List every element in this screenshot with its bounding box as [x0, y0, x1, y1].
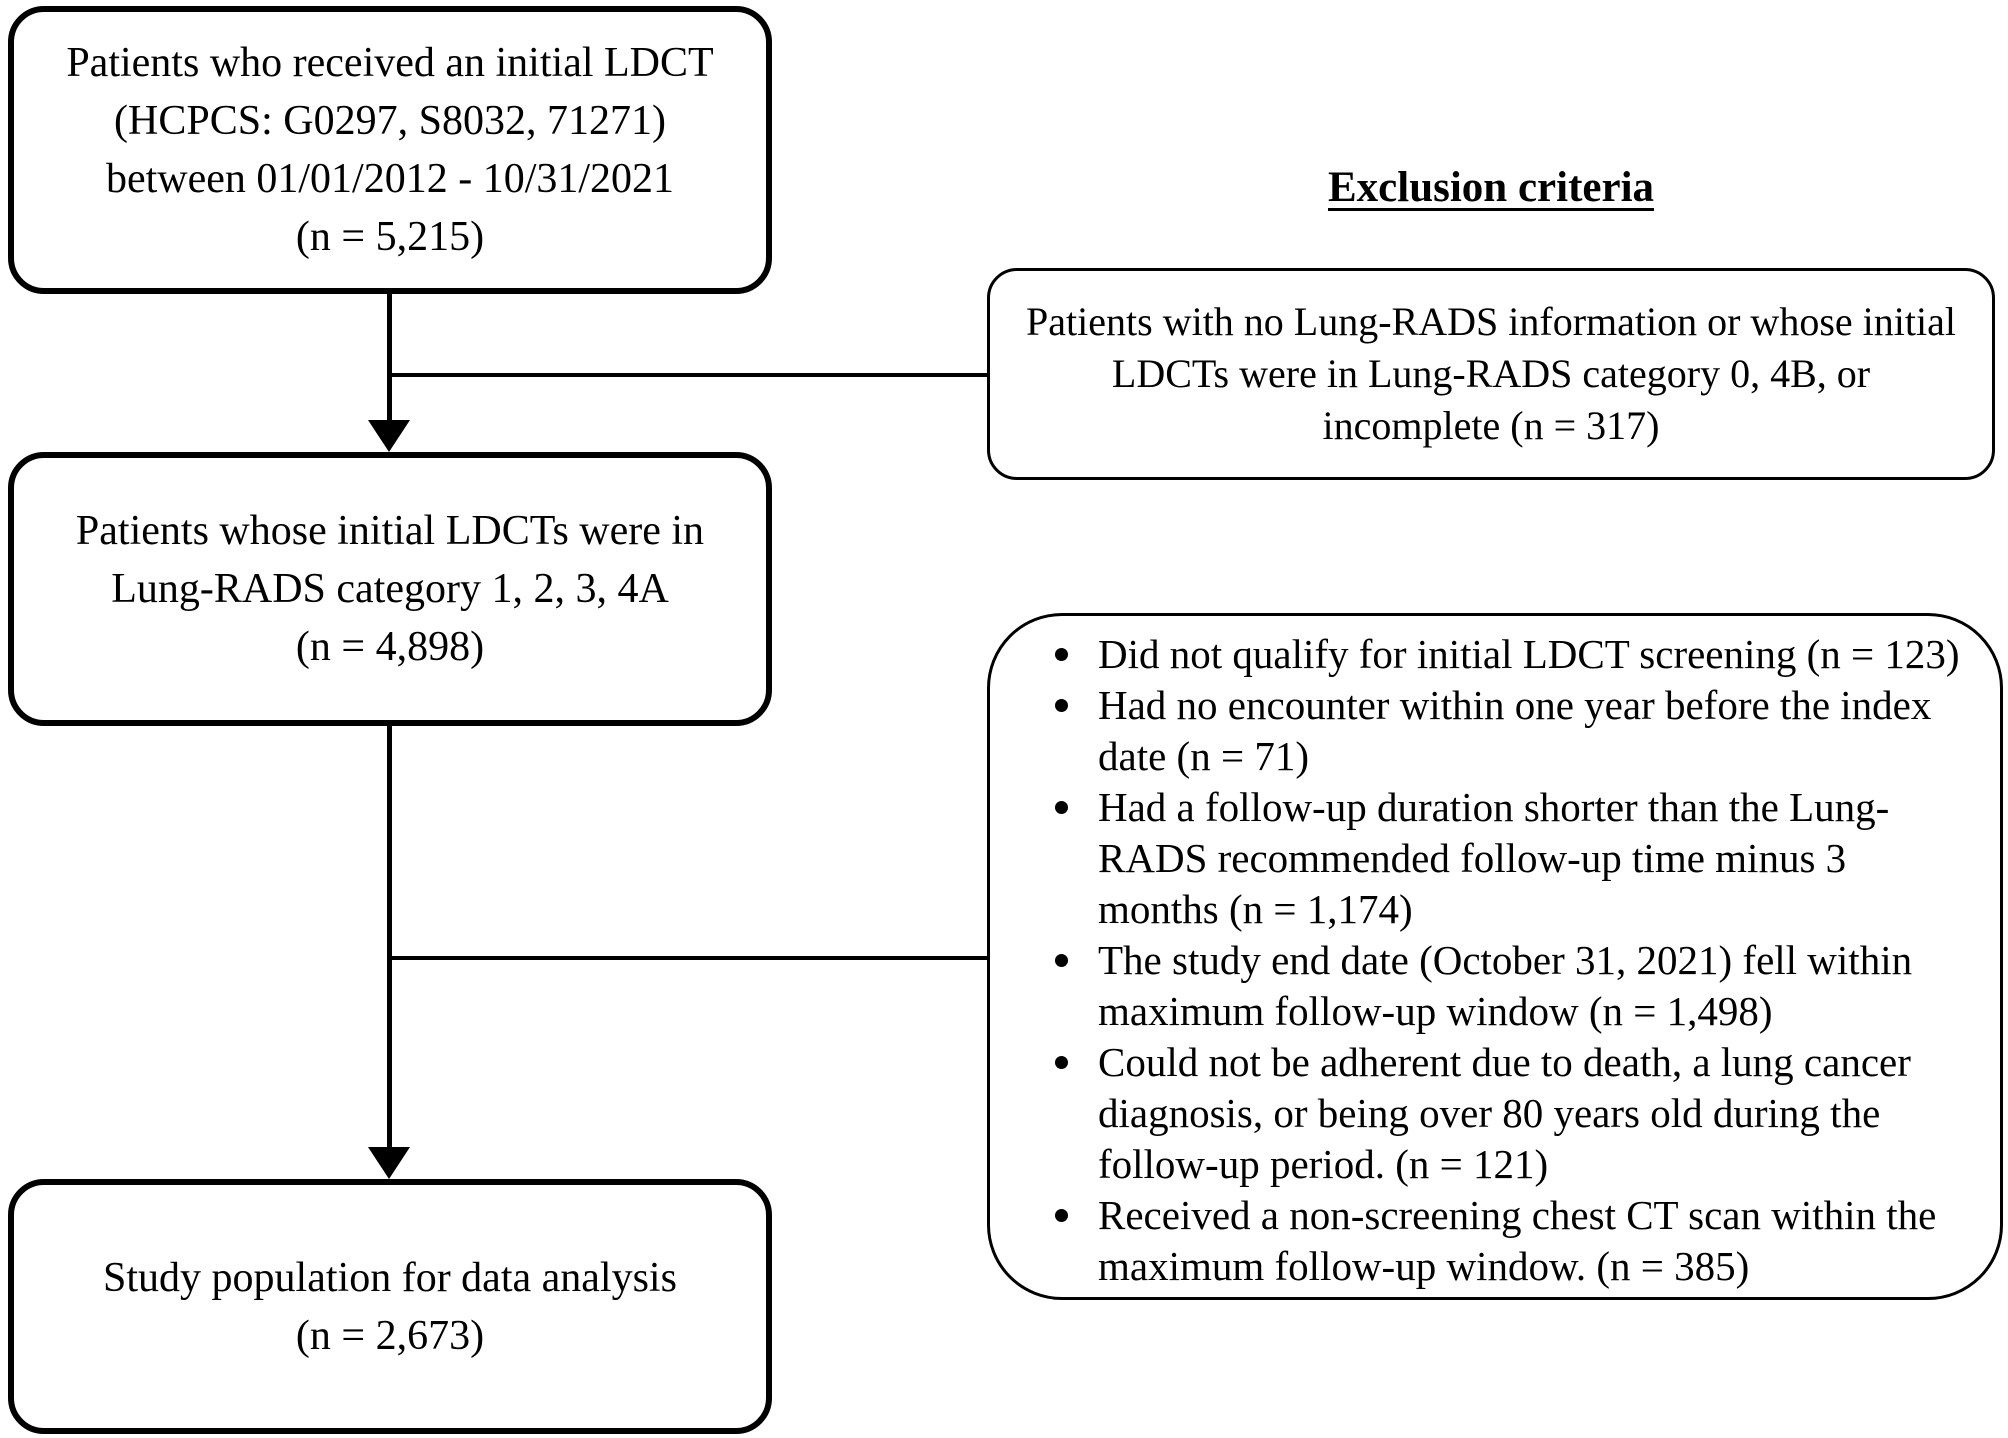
- text-line: Had a follow-up duration shorter than th…: [1098, 784, 1890, 830]
- text-line: Patients whose initial LDCTs were in: [75, 508, 705, 554]
- text-line: Did not qualify for initial LDCT screeni…: [1098, 631, 1960, 677]
- bullet-dot-icon: [1055, 801, 1068, 814]
- connector-vertical-line-2: [387, 726, 392, 1147]
- exclusion-bullet-item: Did not qualify for initial LDCT screeni…: [1055, 629, 2000, 680]
- text-line: months (n = 1,174): [1098, 886, 1413, 932]
- bullet-dot-icon: [1055, 1209, 1068, 1222]
- text-line: RADS recommended follow-up time minus 3: [1098, 835, 1847, 881]
- exclusion-criteria-heading: Exclusion criteria: [1327, 164, 1655, 211]
- text-line: diagnosis, or being over 80 years old du…: [1098, 1090, 1881, 1136]
- text-line: (n = 2,673): [295, 1312, 485, 1359]
- bullet-dot-icon: [1055, 699, 1068, 712]
- bullet-dot-icon: [1055, 1056, 1068, 1069]
- text-line: Lung-RADS category 1, 2, 3, 4A: [111, 566, 669, 612]
- text-line: date (n = 71): [1098, 733, 1309, 779]
- text-line: maximum follow-up window. (n = 385): [1098, 1243, 1750, 1289]
- flow-box-initial-ldct: Patients who received an initial LDCT (H…: [8, 6, 772, 294]
- exclusion-bullet-item: Had no encounter within one year before …: [1055, 680, 2000, 782]
- text-line: LDCTs were in Lung-RADS category 0, 4B, …: [1111, 351, 1871, 396]
- exclusion-bullet-item: Could not be adherent due to death, a lu…: [1055, 1037, 2000, 1190]
- text-line: between 01/01/2012 - 10/31/2021: [105, 156, 675, 202]
- connector-vertical-line-1: [387, 294, 392, 420]
- text-line: follow-up period. (n = 121): [1098, 1141, 1549, 1187]
- flow-box-study-population: Study population for data analysis (n = …: [8, 1179, 772, 1434]
- text-line: Patients who received an initial LDCT: [66, 40, 714, 86]
- text-line: The study end date (October 31, 2021) fe…: [1098, 937, 1913, 983]
- text-line: (n = 4,898): [295, 624, 485, 670]
- exclusion-bullet-list: Did not qualify for initial LDCT screeni…: [990, 616, 2000, 1292]
- text-line: (HCPCS: G0297, S8032, 71271): [114, 98, 666, 144]
- bullet-dot-icon: [1055, 954, 1068, 967]
- down-arrow-head-icon: [368, 1147, 410, 1179]
- connector-branch-line-2: [392, 956, 987, 960]
- text-line: Could not be adherent due to death, a lu…: [1098, 1039, 1911, 1085]
- text-line: Had no encounter within one year before …: [1098, 682, 1932, 728]
- connector-branch-line-1: [392, 373, 987, 377]
- exclusion-box-no-lung-rads: Patients with no Lung-RADS information o…: [987, 268, 1995, 480]
- text-line: Patients with no Lung-RADS information o…: [1026, 299, 1956, 344]
- text-line: (n = 5,215): [295, 214, 485, 260]
- exclusion-bullet-item: Had a follow-up duration shorter than th…: [1055, 782, 2000, 935]
- down-arrow-head-icon: [368, 420, 410, 452]
- exclusion-box-bullet-criteria: Did not qualify for initial LDCT screeni…: [987, 613, 2003, 1300]
- text-line: Study population for data analysis: [103, 1254, 677, 1301]
- text-line: maximum follow-up window (n = 1,498): [1098, 988, 1773, 1034]
- exclusion-bullet-item: Received a non-screening chest CT scan w…: [1055, 1190, 2000, 1292]
- bullet-dot-icon: [1055, 648, 1068, 661]
- text-line: incomplete (n = 317): [1322, 403, 1660, 448]
- exclusion-bullet-item: The study end date (October 31, 2021) fe…: [1055, 935, 2000, 1037]
- text-line: Received a non-screening chest CT scan w…: [1098, 1192, 1937, 1238]
- flow-box-lung-rads-category: Patients whose initial LDCTs were in Lun…: [8, 452, 772, 726]
